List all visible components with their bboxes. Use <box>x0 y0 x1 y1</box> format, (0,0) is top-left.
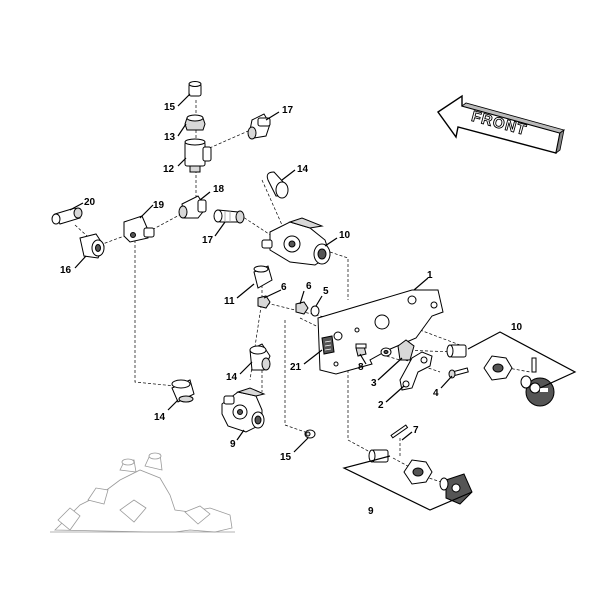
part-15-cap-bottom <box>304 429 316 439</box>
callout-14-lower: 14 <box>154 412 166 423</box>
callout-19: 19 <box>153 200 165 211</box>
callout-labels: 15 13 12 17 14 20 19 18 17 10 16 11 6 6 … <box>60 102 523 517</box>
part-17-connector-lower <box>213 209 245 224</box>
callout-12: 12 <box>163 164 175 175</box>
callout-21: 21 <box>290 362 302 373</box>
callout-9-lower: 9 <box>230 439 236 450</box>
part-6-nut-right <box>295 301 309 315</box>
group-bracket-9 <box>342 455 473 511</box>
part-3-spacer <box>397 339 415 361</box>
part-10-valve-upper <box>261 217 331 266</box>
callout-1: 1 <box>427 270 433 281</box>
callout-18: 18 <box>213 184 225 195</box>
ghost-pump-assembly <box>50 452 235 533</box>
callout-15-top: 15 <box>164 102 176 113</box>
part-8-screw <box>355 343 367 357</box>
callout-10-right: 10 <box>511 322 523 333</box>
part-4-bolt <box>448 367 469 379</box>
assembly-guide-lines <box>74 100 531 486</box>
part-20-hose-barb <box>51 207 83 225</box>
part-21-label-decal <box>321 335 335 355</box>
part-6-nut-left <box>257 295 271 309</box>
part-7-pin <box>390 424 409 439</box>
callout-11: 11 <box>224 296 235 307</box>
leader-lines <box>69 93 453 453</box>
callout-8: 8 <box>358 362 364 373</box>
callout-5: 5 <box>323 286 329 297</box>
callout-6-left: 6 <box>281 282 287 293</box>
front-direction-arrow: FRONT <box>437 94 565 154</box>
part-13-nut <box>184 114 206 131</box>
part-2-bracket <box>399 351 433 391</box>
callout-3: 3 <box>371 378 377 389</box>
part-18-adapter <box>178 195 207 219</box>
part-15-cap-top <box>188 81 202 97</box>
callout-14-middle: 14 <box>226 372 238 383</box>
callout-2: 2 <box>378 400 384 411</box>
callout-15-bottom: 15 <box>280 452 292 463</box>
part-1-mounting-plate <box>317 289 444 375</box>
callout-4: 4 <box>433 388 439 399</box>
callout-17-lower: 17 <box>202 235 214 246</box>
part-19-elbow-fitting <box>123 215 155 243</box>
part-14-elbow-hose-upper <box>266 171 289 199</box>
part-9-valve-bottom-assembly <box>368 449 473 505</box>
part-9-valve-lower <box>221 387 266 433</box>
callout-14-top: 14 <box>297 164 309 175</box>
callout-10-upper: 10 <box>339 230 351 241</box>
part-17-elbow-top <box>247 113 271 140</box>
part-14-elbow-middle <box>249 343 271 371</box>
callout-16: 16 <box>60 265 72 276</box>
part-5-washer <box>310 305 320 317</box>
callout-6-right: 6 <box>306 281 312 292</box>
callout-9-bottom: 9 <box>368 506 374 517</box>
part-washer-small <box>380 347 392 357</box>
group-bracket-10 <box>467 331 577 389</box>
callout-20: 20 <box>84 197 96 208</box>
part-11-coupler <box>253 265 273 289</box>
callout-7: 7 <box>413 425 419 436</box>
callout-17-top: 17 <box>282 105 294 116</box>
part-12-tee-fitting <box>184 138 212 173</box>
part-14-fitting-lower <box>171 379 195 403</box>
part-10-valve-right-assembly <box>446 344 555 407</box>
part-16-elbow-swivel <box>79 233 105 259</box>
callout-13: 13 <box>164 132 176 143</box>
